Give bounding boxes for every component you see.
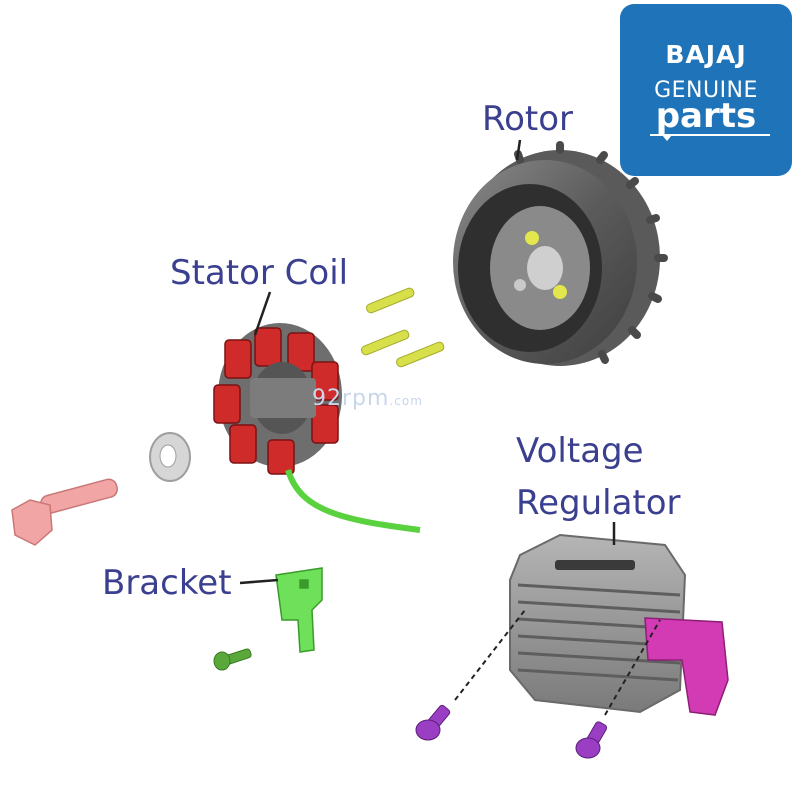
voltage-regulator-label-line1: Voltage [516, 431, 644, 471]
watermark-main: 92rpm [312, 386, 390, 411]
voltage-regulator-part [509, 533, 729, 716]
watermark-suffix: .com [389, 394, 423, 408]
bracket-label: Bracket [102, 563, 232, 603]
brand-genuine: GENUINE [654, 78, 758, 103]
rotor-bolt-part [11, 478, 118, 546]
brand-name: BAJAJ [665, 40, 747, 69]
bajaj-genuine-parts-logo: BAJAJ GENUINE parts [620, 4, 792, 176]
screw-guide-lines [454, 609, 661, 716]
brand-underline-arrow [662, 135, 672, 141]
washer-part [149, 432, 191, 482]
voltage-regulator-label-line2: Regulator [516, 483, 681, 523]
bracket-part [275, 567, 323, 653]
stator-bolts [361, 287, 445, 368]
brand-parts: parts [655, 96, 757, 136]
brand-underline [650, 134, 770, 136]
bracket-screw [213, 648, 252, 671]
rotor-label: Rotor [482, 99, 574, 139]
label-leader-lines [239, 139, 616, 585]
rotor-part [453, 141, 668, 366]
stator-coil-label: Stator Coil [170, 253, 349, 293]
watermark: 92rpm.com [312, 386, 423, 411]
regulator-screws [415, 704, 608, 759]
stator-coil-part [213, 323, 421, 533]
